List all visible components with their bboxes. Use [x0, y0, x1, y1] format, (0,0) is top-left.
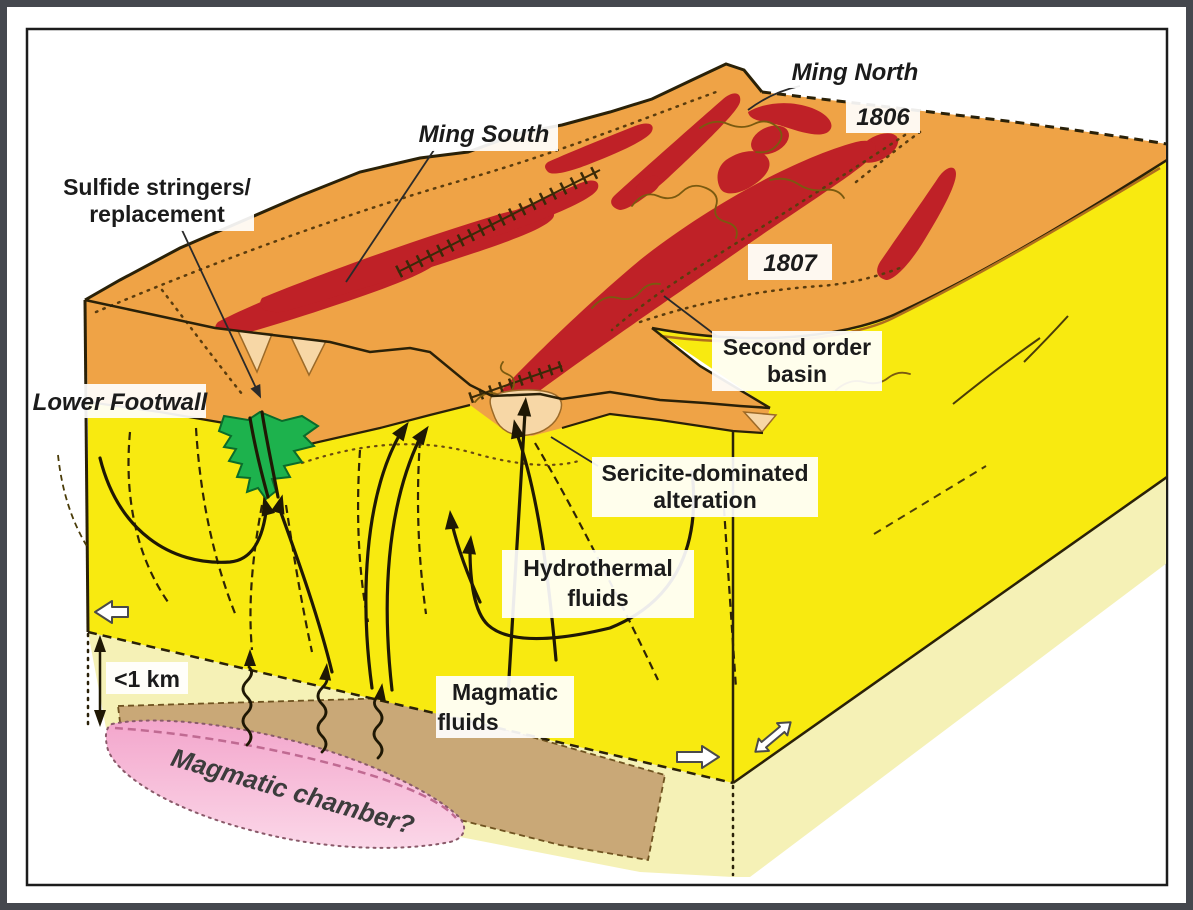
- extension-arrow-diagonal-icon: [754, 721, 792, 753]
- svg-text:<1 km: <1 km: [114, 666, 180, 692]
- label-1807: 1807: [748, 244, 832, 280]
- ore-lens: [751, 125, 789, 155]
- surface-dotted-lines: [94, 90, 922, 396]
- svg-text:Magmatic: Magmatic: [452, 679, 558, 705]
- basin-top-surface: [85, 64, 1166, 408]
- leader-second-order-basin: [663, 295, 719, 338]
- surface-scribbles: [474, 120, 911, 403]
- leader-lines: [181, 85, 801, 467]
- ore-lens: [635, 175, 661, 197]
- ore-lens: [545, 123, 653, 174]
- extension-arrows: [94, 600, 792, 769]
- extension-arrow-left-icon: [94, 600, 129, 624]
- shadow-slab-right: [733, 477, 1166, 877]
- label-ming-north: Ming North: [766, 56, 944, 88]
- svg-text:Second order: Second order: [723, 334, 871, 360]
- alteration-halo-dotted: [300, 443, 584, 467]
- extension-arrow-right-icon: [676, 745, 720, 769]
- svg-text:Sericite-dominated: Sericite-dominated: [601, 460, 808, 486]
- ore-lens: [748, 103, 832, 135]
- svg-text:fluids: fluids: [437, 709, 498, 735]
- right-face-footwall: [652, 160, 1166, 783]
- svg-text:1806: 1806: [856, 104, 910, 131]
- label-scale: <1 km: [106, 662, 188, 694]
- svg-text:fluids: fluids: [567, 585, 628, 611]
- ore-lens: [877, 167, 956, 280]
- label-sericite: Sericite-dominated alteration: [592, 457, 818, 517]
- fracture-lines: [57, 315, 1069, 549]
- label-lower-footwall: Lower Footwall: [33, 384, 209, 418]
- leader-sulfide: [181, 229, 257, 389]
- magma-chamber: Magmatic chamber?: [104, 719, 466, 849]
- svg-text:Sulfide stringers/: Sulfide stringers/: [63, 174, 251, 200]
- svg-text:Ming North: Ming North: [792, 59, 919, 86]
- label-ming-south: Ming South: [410, 117, 558, 151]
- scale-arrow: [94, 635, 106, 727]
- magmatic-fluid-wavy-arrows: [241, 665, 384, 760]
- svg-text:1807: 1807: [763, 250, 818, 277]
- label-hydrothermal-fluids: Hydrothermal fluids: [502, 550, 694, 618]
- svg-text:alteration: alteration: [653, 487, 757, 513]
- label-sulfide-stringers: Sulfide stringers/ replacement: [60, 171, 254, 231]
- label-second-order-basin: Second order basin: [712, 331, 882, 391]
- leader-sericite: [550, 436, 599, 467]
- wavy-arrowheads: [244, 649, 386, 701]
- leader-sulfide-arrowhead: [250, 384, 262, 399]
- ore-lens: [717, 151, 770, 194]
- svg-text:Ming South: Ming South: [419, 121, 550, 148]
- label-magmatic-fluids: Magmatic fluids: [436, 676, 574, 738]
- flow-arrowheads: [261, 397, 532, 555]
- labels: Ming North 1806 Ming South Sulfide strin…: [33, 56, 944, 738]
- svg-text:replacement: replacement: [89, 201, 225, 227]
- label-1806: 1806: [846, 101, 920, 133]
- leader-ming-south: [345, 149, 435, 283]
- svg-text:basin: basin: [767, 361, 827, 387]
- svg-text:Lower Footwall: Lower Footwall: [33, 389, 209, 416]
- svg-text:Hydrothermal: Hydrothermal: [523, 555, 673, 581]
